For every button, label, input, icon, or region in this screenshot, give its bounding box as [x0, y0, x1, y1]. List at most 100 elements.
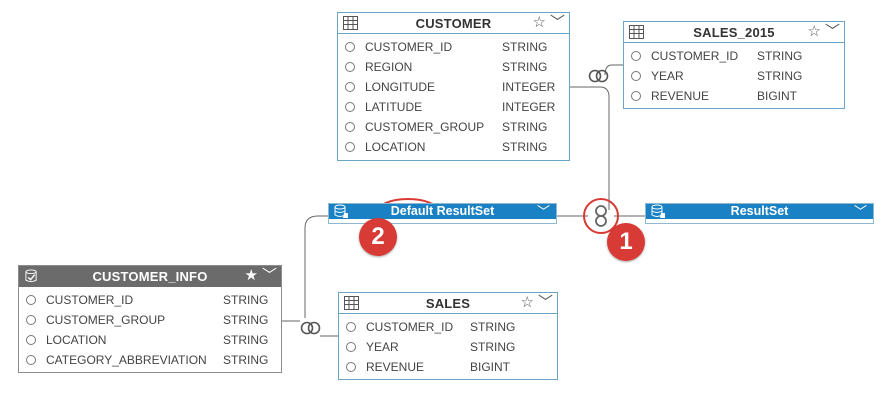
column-radio[interactable]: [346, 342, 356, 352]
column-type: INTEGER: [502, 100, 556, 114]
database-icon: [651, 204, 665, 218]
column-row[interactable]: CUSTOMER_GROUP STRING: [19, 310, 281, 330]
column-row[interactable]: YEAR STRING: [624, 66, 844, 86]
column-radio[interactable]: [345, 122, 355, 132]
column-row[interactable]: CUSTOMER_ID STRING: [19, 290, 281, 310]
column-row[interactable]: CATEGORY_ABBREVIATION STRING: [19, 350, 281, 370]
column-name: CUSTOMER_GROUP: [46, 313, 166, 327]
column-type: STRING: [223, 353, 269, 367]
column-type: STRING: [223, 293, 269, 307]
sales-table-title: SALES: [425, 296, 471, 311]
sales-2015-table[interactable]: SALES_2015 ☆ ﹀ CUSTOMER_ID STRING YEAR STR…: [623, 21, 845, 109]
column-type: STRING: [502, 120, 548, 134]
column-row[interactable]: LATITUDE INTEGER: [338, 97, 569, 117]
chevron-down-icon[interactable]: ﹀: [549, 14, 565, 31]
column-name: CATEGORY_ABBREVIATION: [46, 353, 207, 367]
connector-sales-2015: [604, 64, 623, 76]
column-name: CUSTOMER_ID: [46, 293, 134, 307]
database-check-icon: [25, 269, 37, 283]
customer-table-title: CUSTOMER: [415, 16, 492, 31]
column-radio[interactable]: [631, 91, 641, 101]
customer-info-table-title: CUSTOMER_INFO: [92, 269, 208, 284]
chevron-down-icon[interactable]: ﹀: [824, 23, 840, 40]
column-radio[interactable]: [346, 322, 356, 332]
customer-table[interactable]: CUSTOMER ☆ ﹀ CUSTOMER_ID STRING REGION STR…: [337, 12, 570, 161]
column-row[interactable]: CUSTOMER_GROUP STRING: [338, 117, 569, 137]
resultset-title: ResultSet: [730, 204, 789, 218]
column-name: YEAR: [366, 340, 399, 354]
column-radio[interactable]: [26, 355, 36, 365]
sales-table-header[interactable]: SALES ☆ ﹀: [339, 293, 557, 314]
default-resultset-title: Default ResultSet: [390, 204, 495, 218]
column-row[interactable]: CUSTOMER_ID STRING: [338, 37, 569, 57]
join-icon-result: [595, 205, 607, 227]
column-row[interactable]: LOCATION STRING: [338, 137, 569, 157]
connector-default-down: [304, 215, 328, 318]
callout-badge-2: 2: [359, 218, 397, 256]
column-type: STRING: [502, 140, 548, 154]
customer-info-table-header[interactable]: CUSTOMER_INFO ★ ﹀: [19, 266, 281, 287]
column-type: STRING: [757, 69, 803, 83]
column-radio[interactable]: [346, 362, 356, 372]
table-grid-icon: [629, 25, 644, 39]
star-icon[interactable]: ☆: [520, 294, 534, 311]
column-row[interactable]: REVENUE BIGINT: [624, 86, 844, 106]
callout-badge-1: 1: [607, 223, 645, 261]
star-icon[interactable]: ☆: [532, 14, 546, 31]
column-radio[interactable]: [345, 82, 355, 92]
column-radio[interactable]: [26, 315, 36, 325]
column-name: CUSTOMER_ID: [365, 40, 453, 54]
union-icon: [300, 321, 321, 335]
column-name: LATITUDE: [365, 100, 423, 114]
column-name: REVENUE: [366, 360, 425, 374]
column-row[interactable]: CUSTOMER_ID STRING: [624, 46, 844, 66]
connector-customer: [570, 86, 610, 210]
sales-2015-table-title: SALES_2015: [693, 25, 775, 40]
star-filled-icon[interactable]: ★: [244, 267, 258, 284]
column-name: CUSTOMER_ID: [651, 49, 739, 63]
column-radio[interactable]: [26, 335, 36, 345]
star-icon[interactable]: ☆: [807, 23, 821, 40]
column-type: STRING: [470, 340, 516, 354]
sales-table[interactable]: SALES ☆ ﹀ CUSTOMER_ID STRING YEAR STRING R…: [338, 292, 558, 380]
column-name: CUSTOMER_GROUP: [365, 120, 485, 134]
column-name: CUSTOMER_ID: [366, 320, 454, 334]
sales-2015-table-header[interactable]: SALES_2015 ☆ ﹀: [624, 22, 844, 43]
column-name: LOCATION: [365, 140, 426, 154]
column-radio[interactable]: [345, 102, 355, 112]
column-type: BIGINT: [757, 89, 798, 103]
column-radio[interactable]: [631, 51, 641, 61]
column-type: STRING: [502, 60, 548, 74]
column-radio[interactable]: [345, 62, 355, 72]
chevron-down-icon[interactable]: ﹀: [853, 204, 867, 219]
callout-ring-1: [583, 198, 619, 234]
join-icon: [588, 69, 609, 83]
column-name: REGION: [365, 60, 413, 74]
default-resultset-node[interactable]: Default ResultSet ﹀: [328, 203, 557, 224]
column-type: STRING: [470, 320, 516, 334]
table-grid-icon: [344, 296, 359, 310]
column-name: REVENUE: [651, 89, 710, 103]
column-row[interactable]: YEAR STRING: [339, 337, 557, 357]
column-row[interactable]: CUSTOMER_ID STRING: [339, 317, 557, 337]
customer-table-header[interactable]: CUSTOMER ☆ ﹀: [338, 13, 569, 34]
column-name: LONGITUDE: [365, 80, 436, 94]
column-radio[interactable]: [345, 142, 355, 152]
column-radio[interactable]: [26, 295, 36, 305]
column-type: STRING: [223, 313, 269, 327]
customer-info-table[interactable]: CUSTOMER_INFO ★ ﹀ CUSTOMER_ID STRING CUST…: [18, 265, 282, 373]
column-type: STRING: [502, 40, 548, 54]
table-grid-icon: [343, 16, 358, 30]
chevron-down-icon[interactable]: ﹀: [537, 294, 553, 311]
column-row[interactable]: REGION STRING: [338, 57, 569, 77]
column-type: STRING: [757, 49, 803, 63]
column-radio[interactable]: [345, 42, 355, 52]
chevron-down-icon[interactable]: ﹀: [536, 204, 550, 219]
resultset-node[interactable]: ResultSet ﹀: [645, 203, 874, 224]
column-radio[interactable]: [631, 71, 641, 81]
chevron-down-icon[interactable]: ﹀: [261, 267, 277, 284]
column-name: YEAR: [651, 69, 684, 83]
